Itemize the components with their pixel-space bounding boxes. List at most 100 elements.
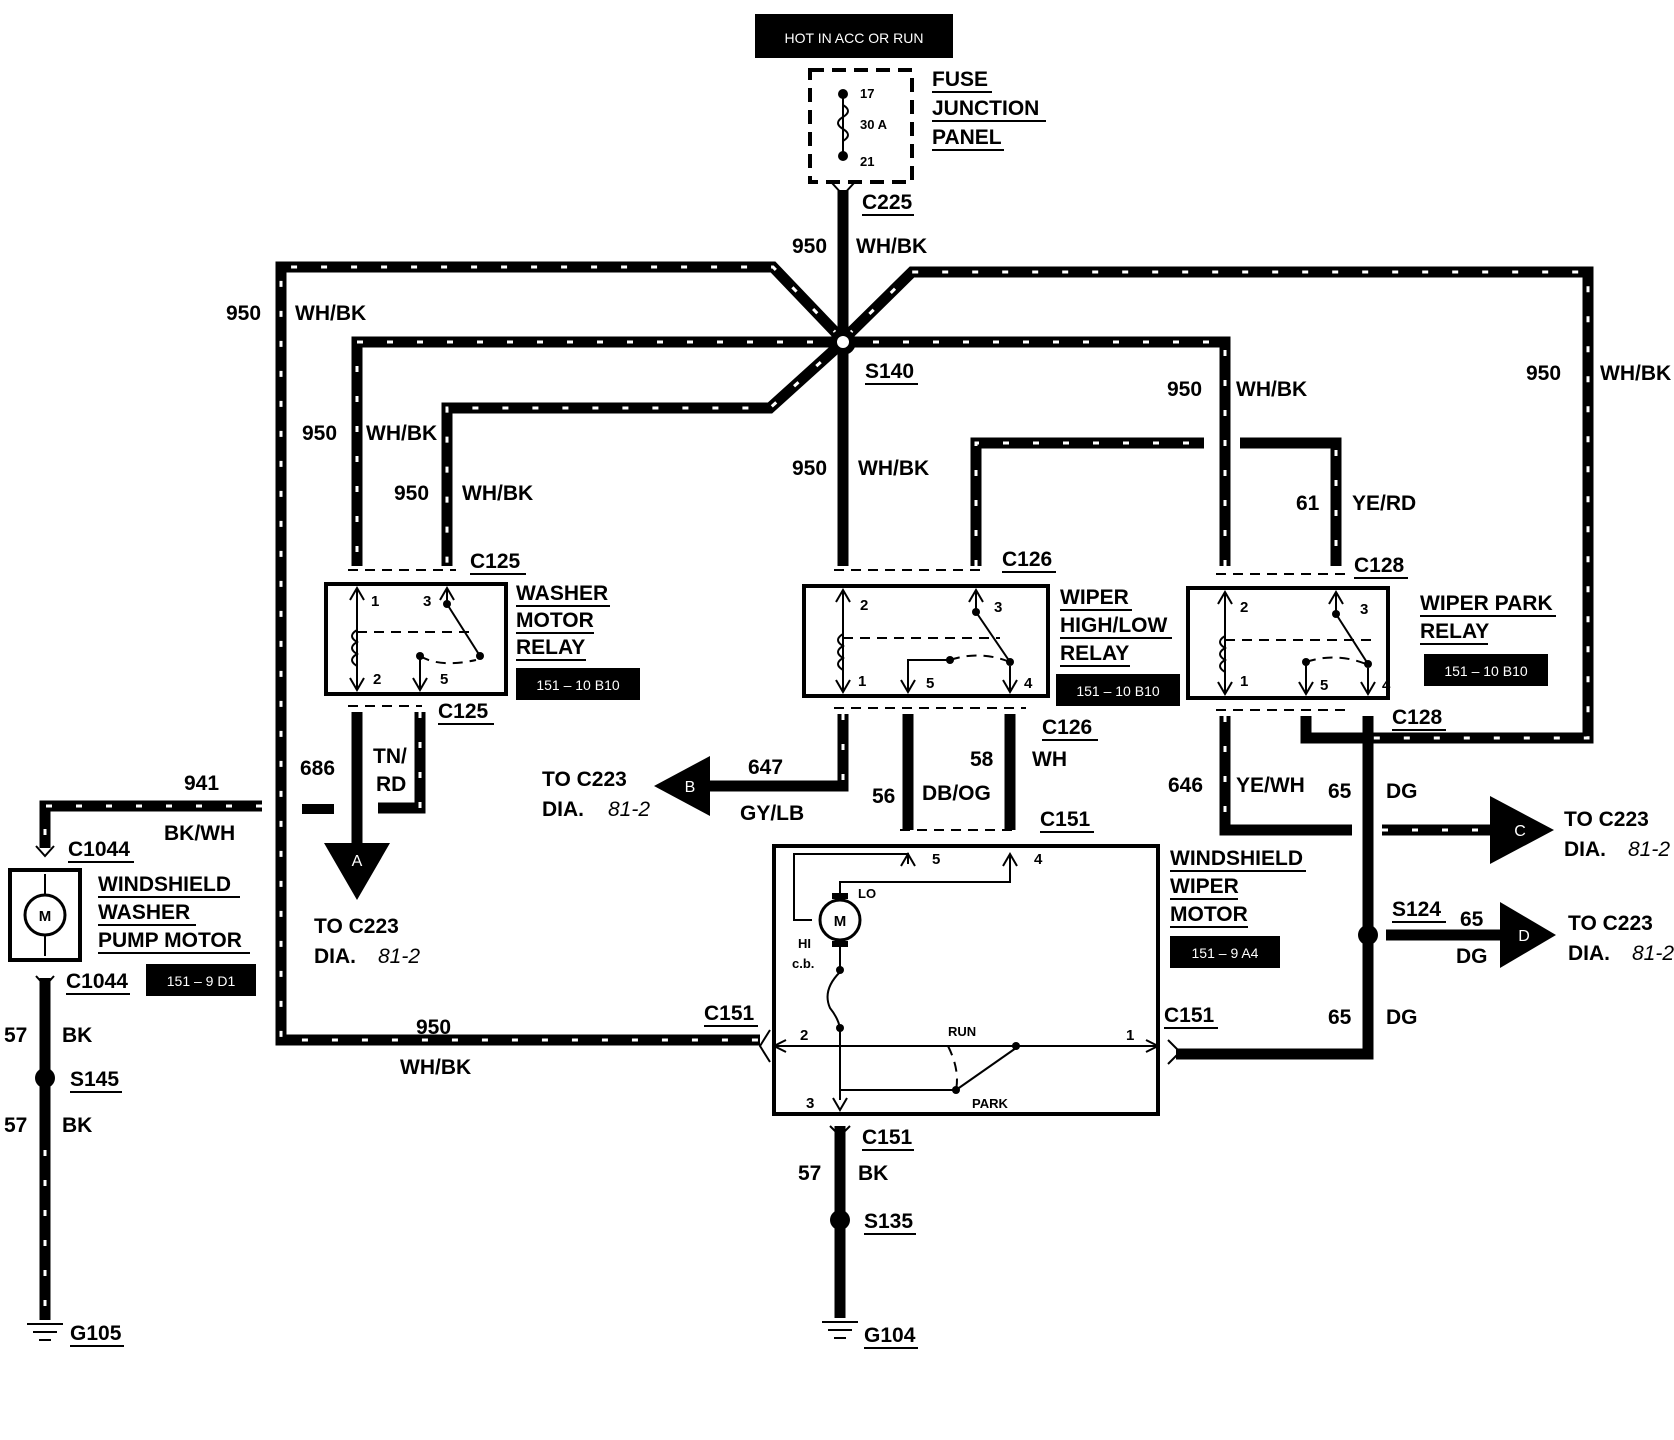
w950-num-left: 950 xyxy=(226,302,261,325)
ground-icon-g105 xyxy=(27,1323,63,1341)
motor-pin-2: 2 xyxy=(800,1027,808,1044)
w56-color: DB/OG xyxy=(922,782,991,805)
power-source-text: HOT IN ACC OR RUN xyxy=(785,30,924,46)
w65-num-d: 65 xyxy=(1460,908,1484,931)
hilo-pin-4: 4 xyxy=(1024,675,1033,692)
offpage-c-dia: DIA. xyxy=(1564,838,1606,861)
w950-num-feed: 950 xyxy=(792,235,827,258)
motor-pin-4: 4 xyxy=(1034,851,1043,868)
ground-icon-g104 xyxy=(822,1321,858,1339)
offpage-c-letter: C xyxy=(1514,823,1526,840)
s135-label: S135 xyxy=(864,1210,913,1233)
c128-bottom-label: C128 xyxy=(1392,706,1443,729)
c151-top-label: C151 xyxy=(1040,808,1091,831)
wiper-park-relay: 2 3 1 5 4 C128 WIPER PARK RELAY 151 – 10… xyxy=(1186,554,1556,731)
wiper-high-low-relay: 2 3 1 5 4 C126 WIPER HIGH/LOW RELAY 151 … xyxy=(802,548,1180,741)
w941-color: BK/WH xyxy=(164,822,235,845)
wire-646: C 646 YE/WH TO C223 DIA. 81-2 xyxy=(1168,716,1670,864)
g104-label: G104 xyxy=(864,1324,916,1347)
wiper-motor-ref: 151 – 9 A4 xyxy=(1192,945,1259,961)
w950-color-feed: WH/BK xyxy=(856,235,927,258)
w950-num-washer1: 950 xyxy=(302,422,337,445)
w647-num: 647 xyxy=(748,756,783,779)
washer-pump-circuit: 941 BK/WH C1044 M WINDSHIELD WASHER PUMP… xyxy=(4,772,262,1347)
washer-pump-symbol: M xyxy=(39,908,52,925)
w65-num-bottom: 65 xyxy=(1328,1006,1352,1029)
w686-num: 686 xyxy=(300,757,335,780)
wiper-motor-title-3: MOTOR xyxy=(1170,903,1248,926)
w57-num-g105-1: 57 xyxy=(4,1024,27,1047)
offpage-d-letter: D xyxy=(1518,928,1530,945)
hilo-pin-3: 3 xyxy=(994,599,1002,616)
splice-s124 xyxy=(1358,925,1378,945)
fuse-pin-in: 17 xyxy=(860,86,874,101)
w950-num-hilo: 950 xyxy=(792,457,827,480)
g105-label: G105 xyxy=(70,1322,122,1345)
wiper-motor-title-1: WINDSHIELD xyxy=(1170,847,1303,870)
c225-label: C225 xyxy=(862,191,913,214)
washer-relay-title-1: WASHER xyxy=(516,582,608,605)
wire-686: A 686 TO C223 DIA. 81-2 xyxy=(300,712,420,968)
w941-num: 941 xyxy=(184,772,219,795)
wire-950-labels: 950 WH/BK 950 WH/BK 950 WH/BK 950 WH/BK … xyxy=(226,235,1671,1079)
w61-color: YE/RD xyxy=(1352,492,1416,515)
w950-num-bottom: 950 xyxy=(416,1016,451,1039)
splice-s140: S140 xyxy=(830,329,918,385)
park-pin-1: 1 xyxy=(1240,673,1248,690)
wiper-motor-title-2: WIPER xyxy=(1170,875,1239,898)
park-pin-5: 5 xyxy=(1320,677,1328,694)
park-pin-3: 3 xyxy=(1360,601,1368,618)
fuse-icon xyxy=(837,104,849,142)
w950-color-hilo: WH/BK xyxy=(858,457,929,480)
washer-pin-2: 2 xyxy=(373,671,381,688)
wire-950-hatching xyxy=(279,265,1590,1042)
c128-top-label: C128 xyxy=(1354,554,1405,577)
w65-num-top: 65 xyxy=(1328,780,1352,803)
w56-num: 56 xyxy=(872,785,895,808)
w950-color-washer1: WH/BK xyxy=(366,422,437,445)
c125-bottom-label: C125 xyxy=(438,700,489,723)
motor-run: RUN xyxy=(948,1024,976,1039)
motor-pin-5: 5 xyxy=(932,851,940,868)
offpage-a-dest: TO C223 xyxy=(314,915,399,938)
s140-label: S140 xyxy=(865,360,914,383)
washer-relay-title-3: RELAY xyxy=(516,636,585,659)
power-source-label: HOT IN ACC OR RUN xyxy=(755,14,953,58)
c126-bottom-label: C126 xyxy=(1042,716,1092,739)
windshield-wiper-motor: 5 4 M LO HI c.b. 2 1 RUN PARK 3 WINDSHIE… xyxy=(771,844,1306,1116)
motor-park: PARK xyxy=(972,1096,1008,1111)
offpage-a-page: 81-2 xyxy=(378,945,420,968)
washer-pump-title-3: PUMP MOTOR xyxy=(98,929,242,952)
hilo-relay-title-2: HIGH/LOW xyxy=(1060,614,1167,637)
w57-color-g105-1: BK xyxy=(62,1024,92,1047)
connector-c225: C225 xyxy=(831,182,914,216)
s145-label: S145 xyxy=(70,1068,119,1091)
offpage-b-letter: B xyxy=(685,779,696,796)
wtnrd-color-2: RD xyxy=(376,773,406,796)
washer-motor-relay: 1 3 2 5 C125 WASHER MOTOR RELAY 151 – 10… xyxy=(324,550,640,725)
c1044-top-label: C1044 xyxy=(68,838,130,861)
offpage-d-dia: DIA. xyxy=(1568,942,1610,965)
offpage-a-dia: DIA. xyxy=(314,945,356,968)
fuse-panel-title-1: FUSE xyxy=(932,68,988,91)
motor-pin-3: 3 xyxy=(806,1095,814,1112)
wiper-motor-icon xyxy=(818,898,862,942)
park-pin-2: 2 xyxy=(1240,599,1248,616)
motor-hi: HI xyxy=(798,936,811,951)
w58-color: WH xyxy=(1032,748,1067,771)
w65-color-d: DG xyxy=(1456,945,1488,968)
wire-tn-rd: TN/ RD xyxy=(373,712,426,814)
offpage-arrow-d xyxy=(1500,902,1556,968)
park-relay-title-2: RELAY xyxy=(1420,620,1489,643)
park-relay-ref: 151 – 10 B10 xyxy=(1444,663,1528,679)
washer-pump-title-1: WINDSHIELD xyxy=(98,873,231,896)
offpage-b-dia: DIA. xyxy=(542,798,584,821)
wire-647: B 647 GY/LB TO C223 DIA. 81-2 xyxy=(542,714,849,825)
motor-cb: c.b. xyxy=(792,956,814,971)
c151-bottom-label: C151 xyxy=(862,1126,913,1149)
wire-65: D S124 65 DG 65 DG 65 DG TO C223 DIA. 81… xyxy=(1176,716,1674,1060)
wire-61: 61 YE/RD xyxy=(1240,437,1416,566)
c125-top-label: C125 xyxy=(470,550,521,573)
hilo-pin-5: 5 xyxy=(926,675,934,692)
